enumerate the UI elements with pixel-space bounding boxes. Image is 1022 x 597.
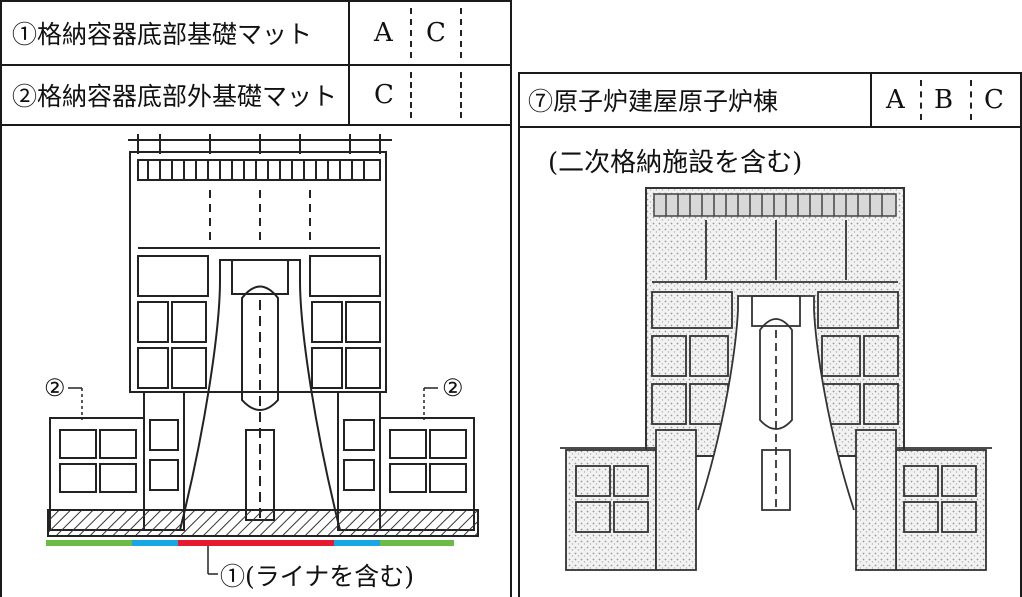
left-row1-label-cell: ①格納容器底部基礎マット	[0, 0, 350, 66]
liner-bar-center-red	[178, 540, 334, 546]
right-row1-grade-a: A	[886, 85, 905, 115]
callout-right: ②	[442, 374, 464, 402]
grade-divider	[460, 72, 462, 118]
grade-divider	[410, 8, 412, 58]
grade-divider	[460, 8, 462, 58]
left-row1-label: ①格納容器底部基礎マット	[12, 20, 313, 49]
left-row2-grade-c: C	[374, 80, 394, 110]
callout-left: ②	[44, 374, 66, 402]
liner-bar-left-green	[46, 540, 132, 546]
grade-divider	[410, 72, 412, 118]
left-row1-grade-cell: A C	[348, 0, 512, 66]
liner-bar-left-blue	[132, 540, 178, 546]
right-row1-label: ⑦原子炉建屋原子炉棟	[528, 87, 779, 116]
left-building-section-figure	[46, 134, 479, 575]
right-building-section-figure	[560, 187, 992, 571]
liner-bar-right-green	[380, 540, 454, 546]
right-row1-grade-b: B	[934, 85, 954, 115]
liner-note: ①(ライナを含む)	[220, 562, 415, 591]
right-row1-grade-cell: A B C	[870, 72, 1022, 128]
left-row2-grade-cell: C	[348, 64, 512, 126]
liner-bar-right-blue	[334, 540, 380, 546]
right-subtitle: (二次格納施設を含む)	[548, 148, 803, 178]
right-row1-label-cell: ⑦原子炉建屋原子炉棟	[518, 72, 872, 128]
grade-divider	[970, 80, 972, 120]
left-row1-grade-a: A	[374, 18, 393, 48]
right-row1-grade-c: C	[984, 85, 1004, 115]
left-row2-label-cell: ②格納容器底部外基礎マット	[0, 64, 350, 126]
left-row1-grade-c: C	[426, 18, 446, 48]
grade-divider	[920, 80, 922, 120]
left-row2-label: ②格納容器底部外基礎マット	[12, 82, 338, 111]
